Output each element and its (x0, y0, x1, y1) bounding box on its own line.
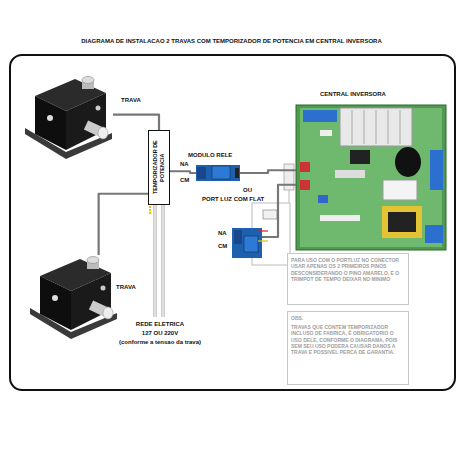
timer-box: TEMPORIZADOR DE POTENCIA (148, 130, 170, 205)
key-cylinder-top (87, 257, 99, 264)
component (335, 170, 365, 178)
terminal-block (197, 167, 206, 179)
screw (96, 106, 101, 111)
lock-illustration (30, 257, 117, 340)
pin-label: OU (243, 187, 252, 194)
relay-board (196, 165, 240, 181)
lock-side (40, 276, 71, 330)
node-heading: OBS. (291, 315, 405, 321)
relay-module: MODULO RELE (196, 165, 240, 181)
screw (52, 295, 58, 301)
component (320, 215, 360, 221)
mains-wire (162, 205, 163, 317)
node-heading: CENTRAL INVERSORA (320, 91, 430, 98)
trimpot (318, 195, 328, 203)
note-label: REDE ELETRICA (100, 321, 220, 328)
pin-label: CM (180, 177, 189, 184)
mains-wire (154, 205, 155, 317)
controller-board: CENTRAL INVERSORA (296, 105, 446, 250)
lock-front (71, 273, 111, 330)
node-heading: PARA USO COM O PORTLUZ NO CONECTOR USAR … (291, 257, 405, 282)
transformer (382, 206, 422, 238)
relay-block (212, 166, 230, 179)
component (320, 130, 332, 136)
relay-board (232, 228, 262, 258)
relay-module-illustration (196, 165, 240, 181)
bolt-tip (103, 307, 113, 319)
pcb-inner (300, 108, 442, 247)
key-cylinder-top (82, 77, 94, 84)
lock: TRAVA (25, 75, 113, 163)
lock: TRAVA (30, 255, 118, 343)
terminal-block (430, 150, 443, 190)
note-label: (conforme a tensao da trava) (90, 339, 230, 346)
node-body: TRAVAS QUE CONTEM TEMPORIZADOR INCLUSO D… (291, 324, 405, 355)
wire-connector (170, 171, 196, 173)
transformer-core (388, 212, 416, 232)
bolt-tip (98, 127, 108, 139)
node-heading: TRAVA (116, 284, 156, 291)
portluz-relay-illustration (232, 228, 268, 258)
note-box: OBS. TRAVAS QUE CONTEM TEMPORIZADOR INCLU… (287, 311, 409, 385)
connector (284, 164, 294, 190)
wire-connector (99, 194, 148, 255)
pin-label: NA (218, 230, 227, 237)
wire (258, 240, 268, 241)
portluz-relay: PORT LUZ COM FLAT (232, 228, 262, 258)
node-heading: TRAVA (121, 97, 161, 104)
note-box: PARA USO COM O PORTLUZ NO CONECTOR USAR … (287, 253, 409, 305)
relay (383, 180, 417, 200)
wire-connector (113, 115, 159, 130)
terminal-block (234, 230, 242, 244)
component (350, 150, 370, 164)
lock-front (66, 93, 106, 150)
connector (300, 162, 310, 172)
pin-label: NA (180, 161, 189, 168)
lock-side (35, 96, 66, 150)
frame (10, 55, 455, 390)
pcb (296, 105, 446, 250)
node-heading: PORT LUZ COM FLAT (202, 196, 282, 203)
pin-label: CM (218, 243, 227, 250)
heatsink (340, 108, 412, 146)
heatsink-fins (352, 110, 400, 144)
mains-wire (154, 205, 157, 317)
terminal-block (425, 225, 443, 243)
lock-illustration (25, 77, 112, 160)
relay-block (244, 236, 258, 252)
note-label: 127 OU 220V (100, 330, 220, 337)
node-heading: TEMPORIZADOR DE POTENCIA (152, 131, 167, 204)
connector (300, 180, 310, 190)
leader-line (289, 190, 290, 203)
controller-board-illustration (296, 105, 446, 250)
node-heading: MODULO RELE (188, 152, 248, 159)
diagram-title: DIAGRAMA DE INSTALACAO 2 TRAVAS COM TEMP… (10, 38, 453, 44)
pin-header (235, 168, 239, 178)
wire (258, 230, 268, 231)
terminal-block (303, 110, 337, 122)
screw (47, 115, 53, 121)
flat-connector (263, 210, 277, 219)
mains-wire (162, 205, 165, 317)
wire-connector (262, 185, 296, 237)
wire-connector (240, 170, 296, 173)
screw (101, 286, 106, 291)
capacitor (395, 147, 421, 177)
